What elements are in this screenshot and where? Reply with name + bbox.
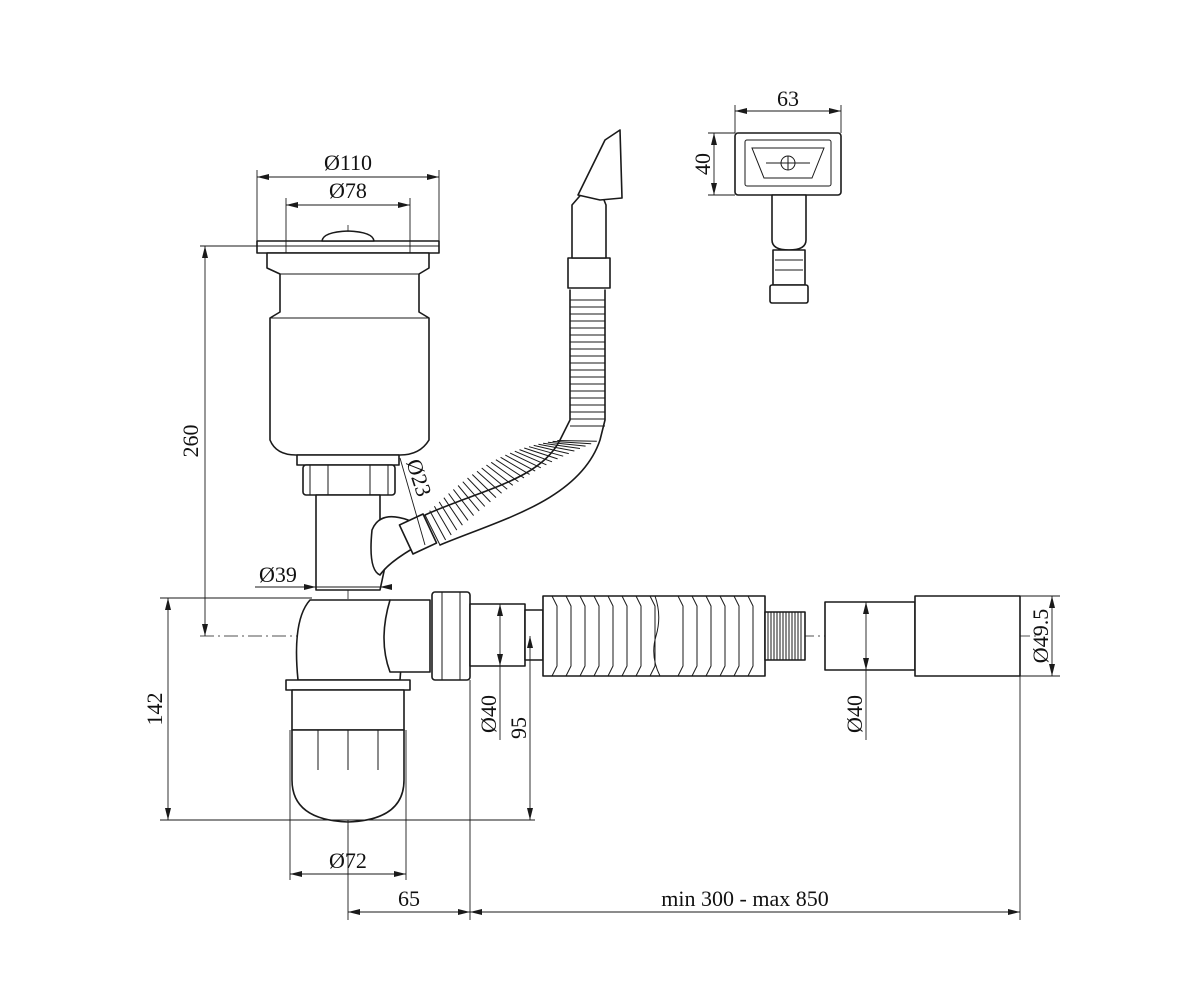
label-overflow-width: 63 — [777, 86, 799, 111]
label-outlet-height: 95 — [506, 717, 531, 739]
bottle-trap — [285, 599, 411, 823]
sink-strainer — [256, 230, 440, 456]
label-grate-outer-diameter: Ø110 — [324, 150, 372, 175]
dimension-arrows — [165, 108, 1055, 915]
label-trap-height: 142 — [142, 693, 167, 726]
label-outlet-diameter-far: Ø40 — [842, 695, 867, 733]
overflow-hose — [424, 129, 623, 546]
dimension-labels: Ø110 Ø78 260 Ø23 Ø39 142 Ø40 95 Ø40 Ø49.… — [142, 86, 1053, 911]
label-end-diameter: Ø49.5 — [1028, 609, 1053, 663]
label-grate-inner-diameter: Ø78 — [329, 178, 367, 203]
label-overall-height: 260 — [178, 425, 203, 458]
label-overflow-hose-diameter: Ø23 — [401, 456, 436, 500]
label-offset: 65 — [398, 886, 420, 911]
label-hose-length-range: min 300 - max 850 — [661, 886, 828, 911]
label-overflow-height: 40 — [690, 153, 715, 175]
label-bottle-diameter: Ø72 — [329, 848, 367, 873]
outlet-pipe — [383, 591, 544, 681]
outlet-hose — [542, 595, 1021, 677]
label-outlet-diameter-near: Ø40 — [476, 695, 501, 733]
label-tailpiece-diameter: Ø39 — [259, 562, 297, 587]
overflow-connector — [370, 513, 438, 576]
overflow-head-detail — [734, 132, 842, 304]
